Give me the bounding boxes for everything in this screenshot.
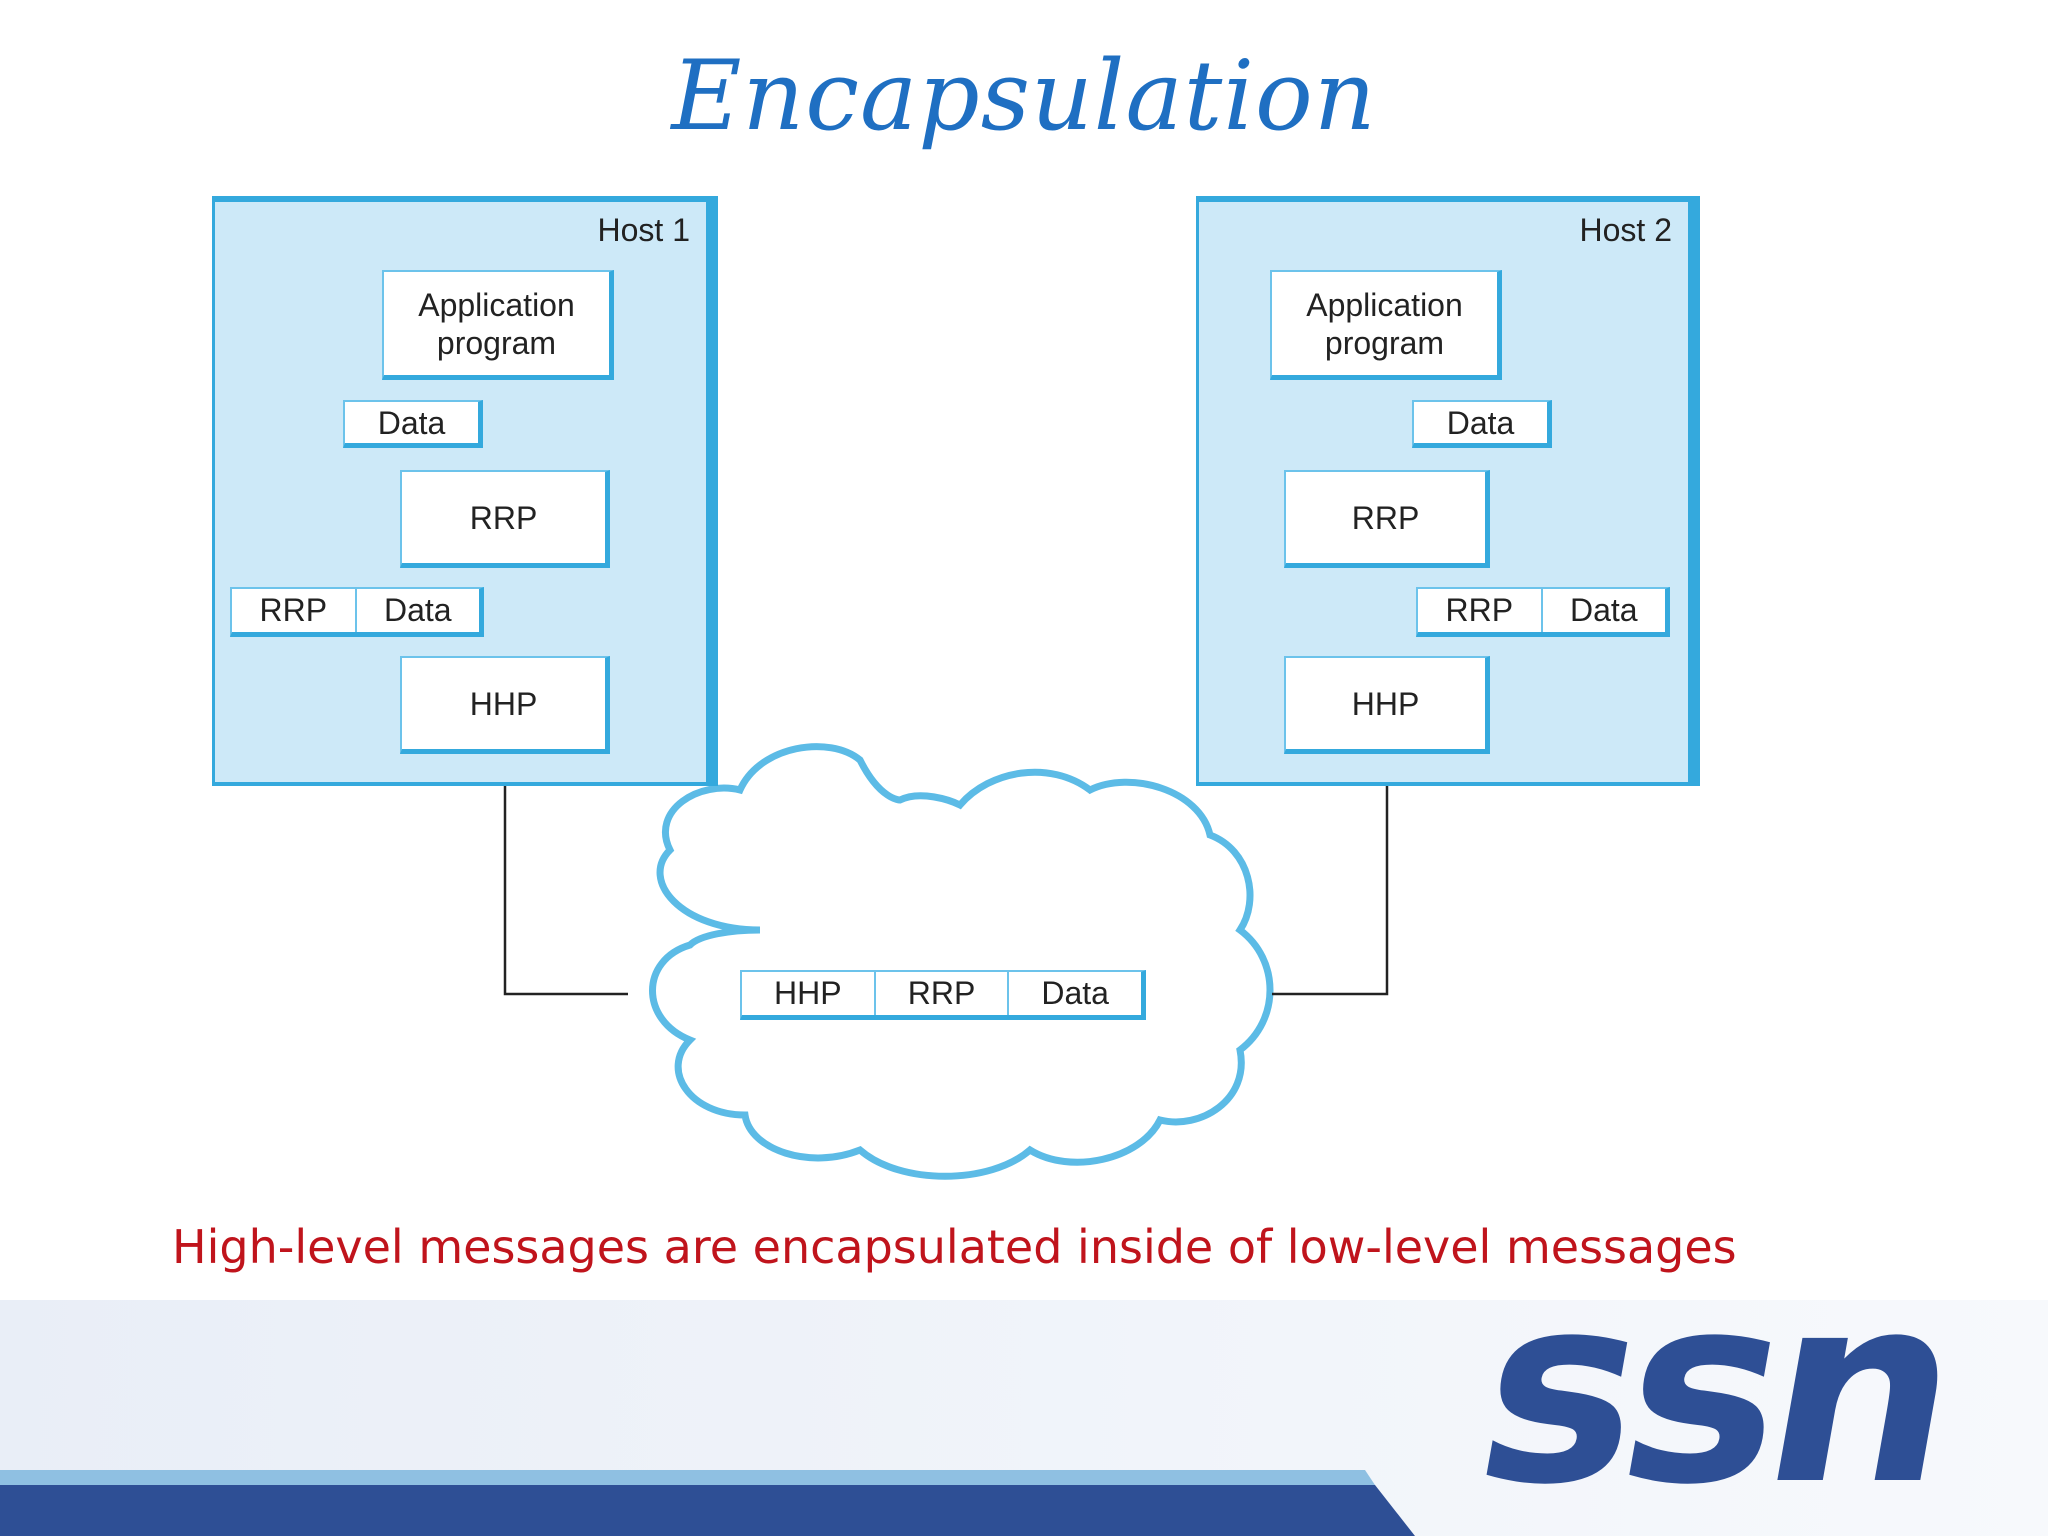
host2-rrp-packet: RRP Data [1416, 587, 1670, 637]
host2-data-label: Data [1412, 400, 1552, 448]
host2-application-program: Application program [1270, 270, 1502, 380]
host1-data-label: Data [343, 400, 483, 448]
host1-packet-rrp-header: RRP [232, 589, 357, 632]
host1-rrp-layer: RRP [400, 470, 610, 568]
host1-rrp-packet: RRP Data [230, 587, 484, 637]
slide-title: Encapsulation [671, 40, 1377, 152]
network-packet: HHP RRP Data [740, 970, 1146, 1020]
network-packet-rrp-header: RRP [876, 972, 1010, 1015]
host2-hhp-layer: HHP [1284, 656, 1490, 754]
host2-rrp-layer: RRP [1284, 470, 1490, 568]
network-packet-hhp-header: HHP [742, 972, 876, 1015]
network-packet-data: Data [1041, 975, 1109, 1011]
host1-link-to-network [503, 752, 628, 996]
host1-application-program: Application program [382, 270, 614, 380]
ssn-logo: ssn [1459, 1239, 1971, 1536]
host2-packet-data: Data [1569, 592, 1638, 628]
svg-text:ssn: ssn [1459, 1239, 1971, 1536]
host1-hhp-layer: HHP [400, 656, 610, 754]
host1-label: Host 1 [597, 212, 690, 248]
network-link-to-host2 [1272, 756, 1397, 996]
host1-packet-data: Data [383, 592, 452, 628]
network-cloud [649, 743, 1274, 1180]
slide-caption: High-level messages are encapsulated ins… [172, 1220, 1737, 1274]
host2-label: Host 2 [1579, 212, 1672, 248]
footer-bar [0, 1470, 1415, 1536]
host2-packet-rrp-header: RRP [1418, 589, 1543, 632]
